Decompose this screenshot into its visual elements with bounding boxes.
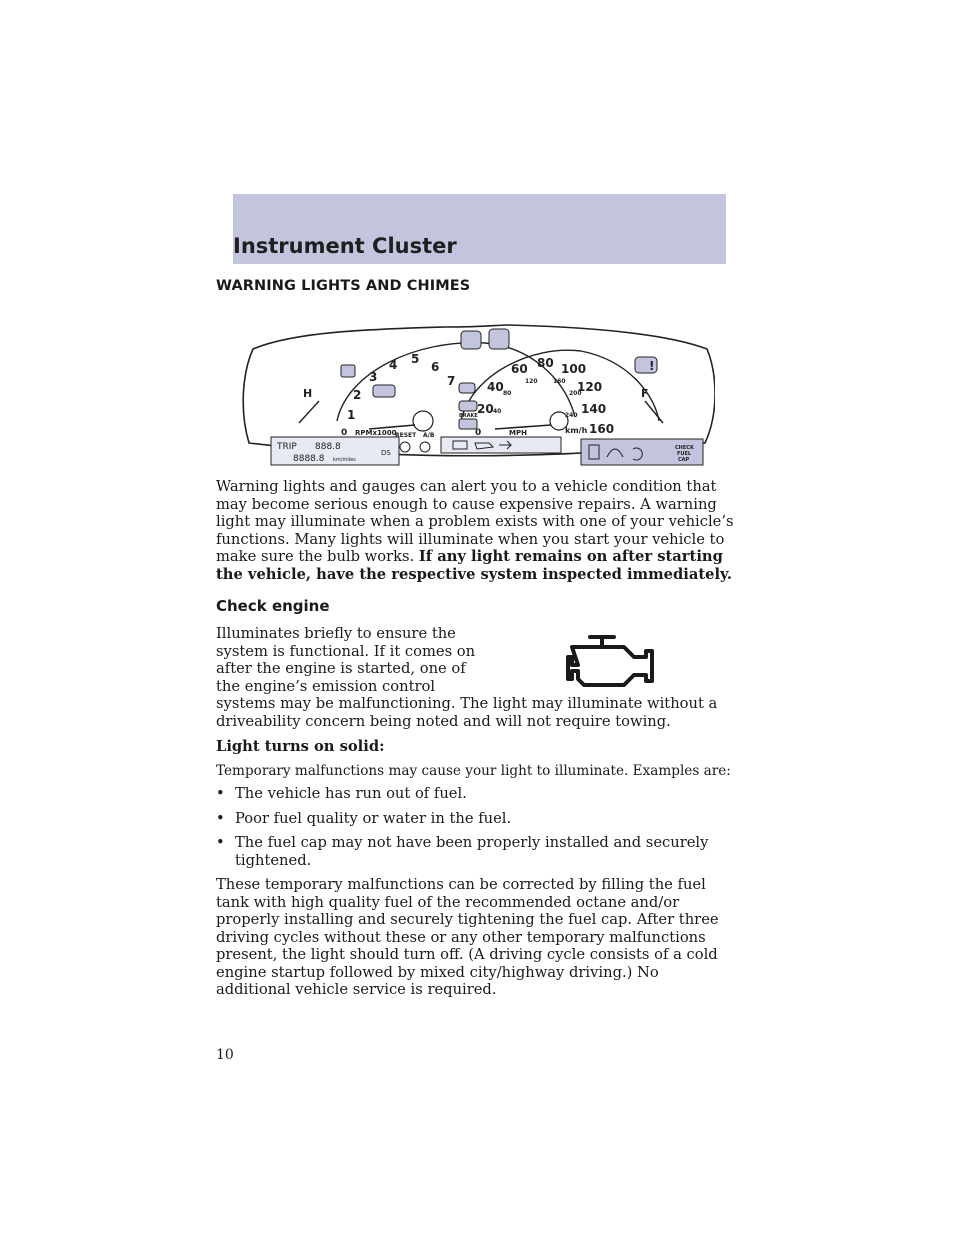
intro-emphasis: If any light remains on after starting t…	[216, 548, 733, 583]
wiper-icon	[606, 448, 624, 458]
check-engine-heading: Check engine	[216, 597, 330, 615]
mph-tick: 140	[581, 402, 606, 416]
list-item: •Poor fuel quality or water in the fuel.	[216, 809, 512, 827]
mph-tick: 160	[589, 422, 614, 436]
mph-tick: 80	[537, 356, 554, 370]
kmh-tick: 200	[569, 390, 582, 397]
reset-button-icon	[399, 441, 411, 453]
page-number: 10	[216, 1047, 234, 1063]
kmh-tick: 80	[503, 390, 511, 397]
intro-paragraph: Warning lights and gauges can alert you …	[216, 478, 736, 583]
fuel-full-label: F	[641, 387, 649, 400]
rpm-tick: 6	[431, 360, 439, 374]
rpm-zero: 0	[341, 428, 347, 438]
oil-can-icon	[474, 442, 495, 450]
arrow-icon	[499, 440, 513, 450]
bullet-icon: •	[216, 785, 225, 802]
list-item: •The vehicle has run out of fuel.	[216, 785, 467, 802]
kmh-tick: 120	[525, 378, 538, 385]
mph-tick: 120	[577, 380, 602, 394]
kmh-tick: 240	[565, 412, 578, 419]
temp-hot-label: H	[303, 387, 312, 400]
mph-label: MPH	[509, 429, 527, 437]
page-content: WARNING LIGHTS AND CHIMES 1 2 3 4 5 6 7 …	[216, 278, 736, 999]
temporary-intro: Temporary malfunctions may cause your li…	[216, 762, 731, 779]
rpm-tick: 1	[347, 408, 355, 422]
mph-zero: 0	[475, 428, 481, 438]
chapter-title: Instrument Cluster	[233, 234, 457, 258]
chapter-header: Instrument Cluster	[233, 194, 726, 264]
lamp-icon	[632, 447, 643, 461]
check-engine-block: Illuminates briefly to ensure the system…	[216, 625, 736, 730]
rpm-tick: 2	[353, 388, 361, 402]
gear-indicator: DS	[381, 449, 391, 457]
closing-paragraph: These temporary malfunctions can be corr…	[216, 876, 719, 998]
check-fuel-cap-label: CAP	[678, 457, 690, 463]
rpm-tick: 4	[389, 358, 397, 372]
kmh-tick: 160	[553, 378, 566, 385]
check-engine-rest: systems may be malfunctioning. The light…	[216, 695, 718, 730]
check-engine-lead: Illuminates briefly to ensure the system…	[216, 625, 476, 695]
battery-icon	[452, 440, 468, 450]
kmh-tick: 40	[493, 408, 501, 415]
check-fuel-cap-label: FUEL	[677, 451, 692, 457]
rpm-tick: 7	[447, 374, 455, 388]
section-heading: WARNING LIGHTS AND CHIMES	[216, 278, 471, 294]
mph-tick: 20	[477, 402, 494, 416]
reset-label: RESET	[395, 432, 417, 439]
exclamation-icon: !	[649, 359, 654, 373]
kmh-label: km/h	[565, 426, 588, 435]
trip-value: 888.8	[315, 442, 341, 452]
solid-light-label: Light turns on solid:	[216, 738, 385, 755]
mph-tick: 60	[511, 362, 528, 376]
check-fuel-cap-label: CHECK	[675, 445, 695, 451]
mph-tick: 100	[561, 362, 586, 376]
list-item: •The fuel cap may not have been properly…	[216, 834, 709, 869]
rpm-tick: 3	[369, 370, 377, 384]
rpm-label: RPMx1000	[355, 429, 397, 437]
odometer-unit: km/miles	[333, 457, 356, 463]
ab-label: A/B	[423, 432, 435, 439]
trip-label: TRIP	[276, 442, 297, 452]
bullet-icon: •	[216, 809, 225, 827]
brake-label: BRAKE	[459, 413, 478, 419]
rpm-tick: 5	[411, 352, 419, 366]
bullet-icon: •	[216, 834, 225, 851]
check-engine-icon	[566, 635, 654, 687]
instrument-cluster-illustration: 1 2 3 4 5 6 7 0 RPMx1000 20 40 60 80 100…	[242, 324, 715, 466]
intro-text: Warning lights and gauges can alert you …	[216, 478, 734, 565]
fuel-pump-icon	[588, 444, 600, 460]
odometer-value: 8888.8	[293, 454, 325, 464]
malfunction-list: •The vehicle has run out of fuel. •Poor …	[216, 785, 736, 869]
ab-button-icon	[419, 441, 431, 453]
mph-tick: 40	[487, 380, 504, 394]
